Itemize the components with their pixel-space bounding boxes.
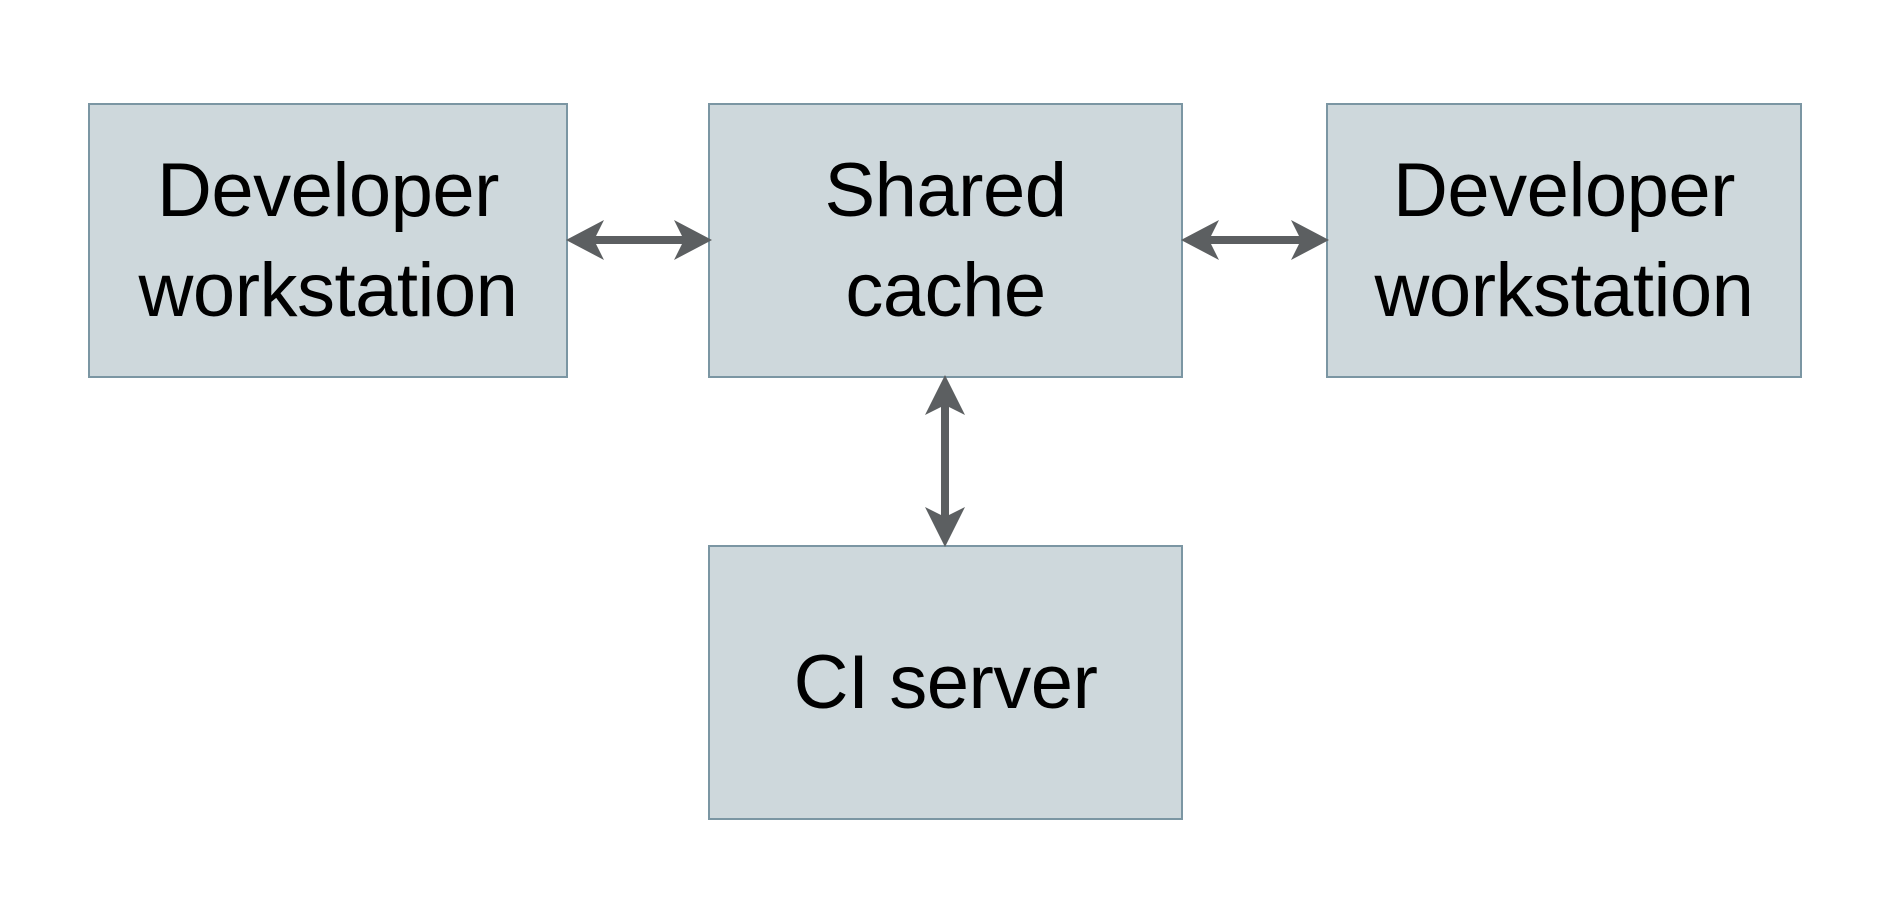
node-shared-cache[interactable]: Shared cache: [708, 103, 1183, 378]
edge-shared-cache-to-developer-workstation-right[interactable]: [1181, 210, 1329, 270]
node-developer-workstation-left[interactable]: Developer workstation: [88, 103, 568, 378]
double-arrow-icon: [1181, 220, 1329, 260]
edge-shared-cache-to-ci-server[interactable]: [915, 375, 975, 547]
node-label: Developer workstation: [1374, 147, 1754, 333]
node-label: Developer workstation: [138, 147, 518, 333]
node-label: CI server: [793, 639, 1098, 725]
double-arrow-icon: [925, 375, 965, 547]
edge-developer-workstation-left-to-shared-cache[interactable]: [566, 210, 712, 270]
node-label: Shared cache: [824, 147, 1067, 333]
node-developer-workstation-right[interactable]: Developer workstation: [1326, 103, 1802, 378]
double-arrow-icon: [566, 220, 712, 260]
node-ci-server[interactable]: CI server: [708, 545, 1183, 820]
